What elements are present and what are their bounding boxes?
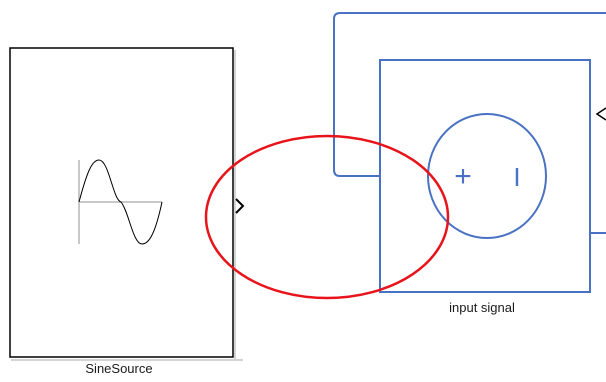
minus-symbol: I — [513, 162, 520, 192]
output-port-arrow[interactable] — [235, 198, 245, 214]
voltage-source-block[interactable]: + I — [379, 59, 606, 293]
sine-source-block[interactable] — [9, 47, 245, 361]
sine-source-label[interactable]: SineSource — [85, 361, 153, 376]
physical-connection-lines[interactable] — [333, 12, 606, 234]
controlled-voltage-source-icon: + I — [427, 113, 547, 239]
sine-wave-icon — [78, 159, 163, 245]
input-port-triangle[interactable] — [595, 107, 606, 121]
voltage-source-label[interactable]: input signal — [449, 300, 515, 315]
plus-symbol: + — [454, 160, 472, 193]
annotation-ellipse — [204, 134, 450, 300]
